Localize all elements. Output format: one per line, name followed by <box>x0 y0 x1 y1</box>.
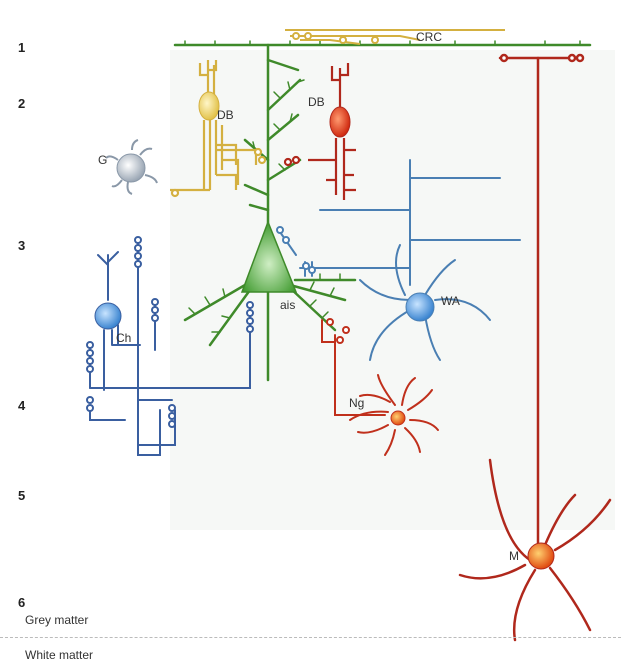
layer-label-2: 2 <box>18 96 25 111</box>
label-ch: Ch <box>116 331 131 345</box>
layer-label-5: 5 <box>18 488 25 503</box>
layer-label-1: 1 <box>18 40 25 55</box>
label-db-yellow: DB <box>217 108 234 122</box>
neurogliaform-soma <box>391 411 405 425</box>
glia-soma <box>117 154 145 182</box>
layer-label-4: 4 <box>18 398 25 413</box>
label-ais: ais <box>280 298 295 312</box>
chandelier-soma <box>95 303 121 329</box>
grey-matter-label: Grey matter <box>25 613 88 627</box>
cajal-retzius-cell <box>285 30 505 44</box>
label-db-red: DB <box>308 95 325 109</box>
label-wa: WA <box>441 294 460 308</box>
martinotti-soma <box>528 543 554 569</box>
grey-white-separator <box>0 637 621 638</box>
label-crc: CRC <box>416 30 442 44</box>
layer-label-6: 6 <box>18 595 25 610</box>
wide-arbor-soma <box>406 293 434 321</box>
white-matter-label: White matter <box>25 648 93 662</box>
db-red-soma <box>330 107 350 137</box>
label-ng: Ng <box>349 396 364 410</box>
layer-label-3: 3 <box>18 238 25 253</box>
label-m: M <box>509 549 519 563</box>
label-g: G <box>98 153 107 167</box>
db-yellow-soma <box>199 92 219 120</box>
